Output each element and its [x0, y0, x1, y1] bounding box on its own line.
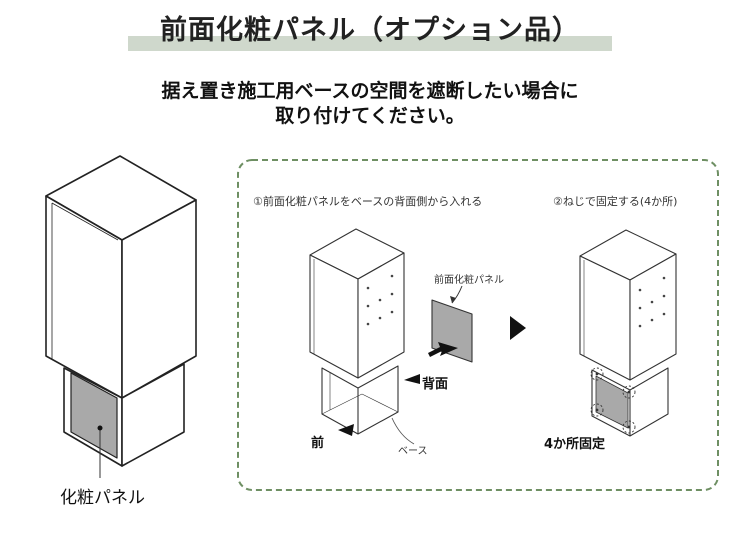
step2-caption: ②ねじで固定する(4か所)	[553, 195, 678, 208]
step2-fix-label: 4か所固定	[544, 437, 606, 452]
steps-dashed-frame	[237, 159, 719, 491]
insert-arrow-icon	[428, 342, 458, 357]
step1-back-label: 背面	[422, 377, 449, 392]
next-step-arrow-icon	[510, 316, 526, 340]
step2-figure	[579, 229, 677, 437]
step1-front-label: 前	[311, 436, 325, 451]
subtitle: 据え置き施工用ベースの空間を遮断したい場合に 取り付けてください。	[0, 79, 740, 129]
step1-base-label: ベース	[398, 446, 428, 457]
title-highlight-band	[128, 36, 612, 51]
step1-arrows	[338, 342, 458, 436]
back-pointer-icon	[404, 374, 420, 384]
page-title: 前面化粧パネル（オプション品）	[160, 15, 580, 46]
step1-figure	[309, 228, 473, 435]
front-pointer-icon	[338, 424, 354, 436]
step2-decor-panel	[595, 375, 629, 429]
left-decor-panel	[70, 372, 118, 459]
upper-box-side	[121, 199, 197, 399]
title-block: 前面化粧パネル（オプション品）	[0, 0, 740, 60]
base-side	[121, 363, 185, 467]
step1-caption: ①前面化粧パネルをベースの背面側から入れる	[253, 195, 483, 208]
left-cabinet-figure	[45, 155, 197, 478]
subtitle-line-2: 取り付けてください。	[275, 105, 465, 127]
left-panel-label: 化粧パネル	[60, 488, 145, 508]
screw-markers	[590, 367, 636, 434]
subtitle-line-1: 据え置き施工用ベースの空間を遮断したい場合に	[161, 80, 579, 102]
step1-panel-callout: 前面化粧パネル	[434, 275, 504, 286]
